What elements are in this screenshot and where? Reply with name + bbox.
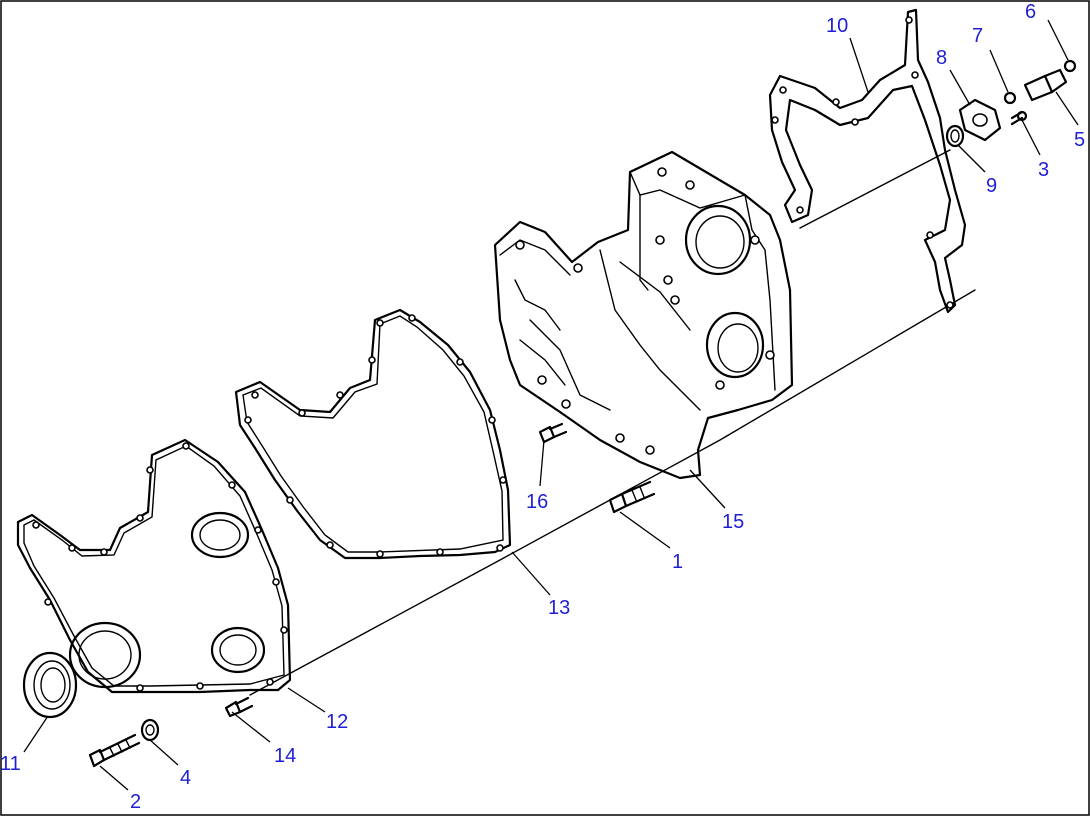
callout-13: 13 (548, 597, 570, 619)
callout-14: 14 (274, 745, 296, 767)
callout-3: 3 (1038, 159, 1049, 181)
gear-housing-part-15 (493, 150, 794, 480)
callout-6: 6 (1025, 1, 1036, 23)
gasket-part-13 (234, 308, 512, 560)
callout-5: 5 (1074, 129, 1085, 151)
oil-seal-part-11 (22, 651, 78, 719)
callout-2: 2 (130, 791, 141, 813)
callout-1: 1 (672, 551, 683, 573)
bolt-part-1 (608, 480, 656, 514)
callout-10: 10 (826, 15, 848, 37)
callout-16: 16 (526, 491, 548, 513)
bolt-part-14 (224, 696, 254, 718)
callout-7: 7 (972, 25, 983, 47)
callout-9: 9 (986, 175, 997, 197)
assembly-axis-lines (249, 149, 976, 696)
callout-15: 15 (722, 511, 744, 533)
callout-8: 8 (936, 47, 947, 69)
bolt-part-2 (88, 733, 141, 768)
washer-part-4 (140, 718, 160, 742)
callout-11: 11 (0, 753, 21, 775)
bolt-part-16 (538, 422, 568, 444)
front-cover-part-12 (16, 438, 292, 694)
callout-leaders (23, 19, 1079, 791)
sensor-assembly-parts (945, 59, 1077, 148)
callout-12: 12 (326, 711, 348, 733)
callout-4: 4 (180, 767, 191, 789)
gasket-part-10 (768, 8, 967, 314)
